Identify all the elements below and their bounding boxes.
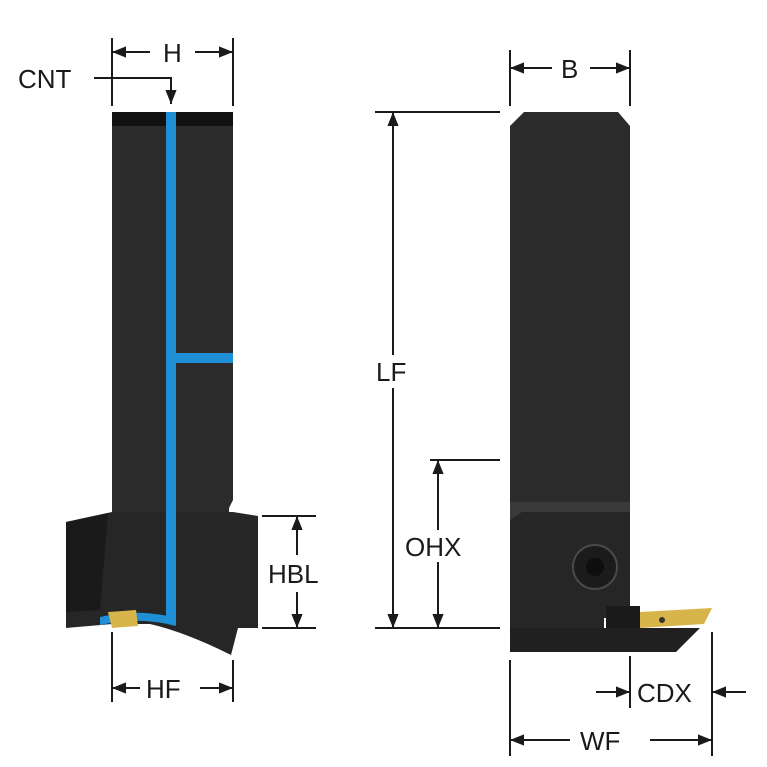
front-insert xyxy=(108,610,138,628)
label-h: H xyxy=(163,38,182,68)
side-head-bevel xyxy=(510,502,630,520)
side-blade xyxy=(510,628,700,652)
label-b: B xyxy=(561,54,578,84)
label-lf: LF xyxy=(376,357,406,387)
label-cdx: CDX xyxy=(637,678,692,708)
label-hf: HF xyxy=(146,674,181,704)
side-view xyxy=(510,112,712,652)
label-hbl: HBL xyxy=(268,559,319,589)
dimensions xyxy=(94,38,746,756)
side-head xyxy=(510,502,630,628)
side-insert xyxy=(640,608,712,628)
label-ohx: OHX xyxy=(405,532,461,562)
side-pocket xyxy=(606,606,640,628)
side-shank xyxy=(510,112,630,506)
label-wf: WF xyxy=(580,726,620,756)
clamp-screw-socket xyxy=(586,558,604,576)
front-view xyxy=(66,112,258,655)
insert-screw xyxy=(659,617,665,623)
label-cnt: CNT xyxy=(18,64,72,94)
front-head-shade xyxy=(66,513,108,612)
